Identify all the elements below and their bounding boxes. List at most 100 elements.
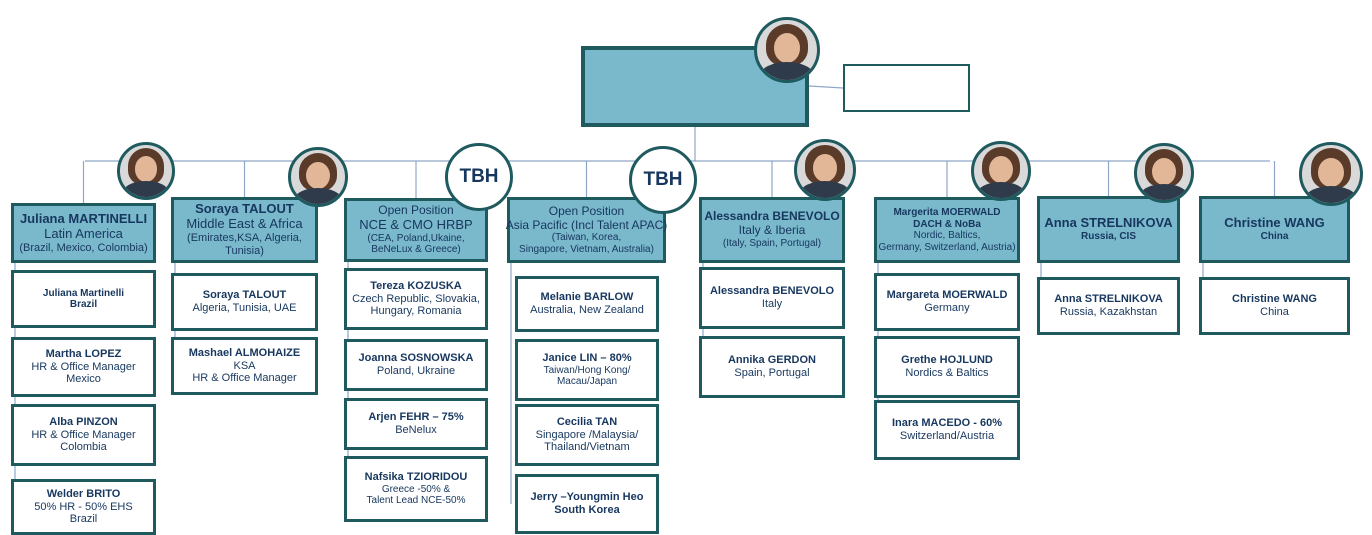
role-detail: Macau/Japan: [556, 376, 618, 388]
person-name: Anna STRELNIKOVA: [1044, 215, 1173, 231]
role-detail: Australia, New Zealand: [530, 304, 644, 316]
role-detail: Brazil: [69, 299, 98, 310]
role-detail: (Brazil, Mexico, Colombia): [19, 241, 148, 254]
role-detail: Greece -50% &: [381, 483, 451, 495]
role-detail: Talent Lead NCE-50%: [366, 495, 466, 507]
role-detail: BeNelux: [395, 424, 437, 436]
role-detail: Spain, Portugal: [734, 367, 810, 379]
role-detail: Hungary, Romania: [370, 305, 462, 318]
role-detail: KSA: [233, 359, 256, 372]
region-lead-avatar: [1299, 142, 1363, 206]
role-detail: China: [1260, 231, 1289, 243]
person-name: Joanna SOSNOWSKA: [358, 352, 474, 365]
person-name: Soraya TALOUT: [195, 201, 294, 217]
role-detail: China: [1260, 306, 1289, 318]
person-name: Janice LIN – 80%: [542, 352, 632, 365]
person-name: Soraya TALOUT: [202, 289, 287, 302]
person-name: Tereza KOZUSKA: [370, 280, 462, 293]
side-note-box: [843, 64, 970, 112]
person-name: Margareta MOERWALD: [886, 289, 1008, 302]
person-name: Arjen FEHR – 75%: [368, 411, 464, 424]
role-detail: Middle East & Africa: [186, 216, 303, 232]
person-name: Jerry –Youngmin Heo: [530, 491, 644, 504]
person-name: Juliana Martinelli: [42, 287, 125, 299]
person-name: Christine WANG: [1224, 215, 1325, 231]
role-detail: (CEA, Poland,Ukaine,: [367, 232, 465, 244]
person-name: Anna STRELNIKOVA: [1054, 293, 1163, 306]
tbh-badge: TBH: [445, 143, 513, 211]
role-detail: Switzerland/Austria: [899, 430, 995, 442]
person-name: Inara MACEDO - 60%: [891, 417, 1003, 430]
role-detail: Singapore /Malaysia/: [535, 428, 639, 441]
person-name: Alessandra BENEVOLO: [709, 285, 835, 298]
role-detail: Nordic, Baltics,: [913, 230, 981, 241]
person-name: Cecilia TAN: [556, 416, 618, 429]
role-detail: Thailand/Vietnam: [544, 441, 630, 454]
role-detail: Taiwan/Hong Kong/: [543, 364, 631, 376]
role-detail: Germany, Switzerland, Austria): [878, 241, 1016, 253]
role-detail: Italy & Iberia: [738, 223, 806, 238]
role-detail: Poland, Ukraine: [376, 365, 456, 377]
role-detail: HR & Office Manager: [31, 428, 136, 441]
role-detail: Mexico: [66, 373, 101, 386]
role-detail: (Emirates,KSA, Algeria,: [187, 232, 302, 245]
top-manager-avatar: [754, 17, 820, 83]
role-detail: Russia, Kazakhstan: [1059, 306, 1158, 318]
person-name: Juliana MARTINELLI: [19, 210, 148, 226]
person-name: Melanie BARLOW: [540, 291, 634, 304]
role-detail: South Korea: [554, 504, 620, 516]
role-detail: NCE & CMO HRBP: [359, 216, 473, 232]
role-detail: Tunisia): [225, 244, 264, 257]
region-lead-avatar: [1134, 143, 1194, 203]
person-name: Welder BRITO: [46, 488, 121, 501]
team-member-box: Inara MACEDO - 60%Switzerland/Austria: [874, 400, 1020, 460]
role-detail: Russia, CIS: [1080, 231, 1137, 243]
role-detail: (Italy, Spain, Portugal): [722, 238, 822, 250]
team-member-box: Arjen FEHR – 75%BeNelux: [344, 398, 488, 450]
role-detail: Latin America: [44, 225, 123, 241]
side-note-connector: [808, 85, 844, 89]
role-detail: Brazil: [69, 513, 98, 526]
person-name: Open Position: [548, 203, 625, 218]
person-name: Open Position: [378, 203, 454, 218]
person-name: Annika GERDON: [727, 354, 816, 367]
region-lead-avatar: [971, 141, 1031, 201]
role-detail: Italy: [761, 298, 783, 310]
region-lead-avatar: [288, 147, 348, 207]
person-name: Martha LOPEZ: [45, 348, 122, 361]
person-name: Margerita MOERWALD: [893, 207, 1001, 218]
person-name: Christine WANG: [1232, 293, 1317, 306]
role-detail: Algeria, Tunisia, UAE: [192, 302, 297, 314]
role-detail: Singapore, Vietnam, Australia): [519, 243, 654, 255]
role-detail: DACH & NoBa: [913, 218, 981, 230]
role-detail: Colombia: [60, 441, 107, 454]
person-name: Alessandra BENEVOLO: [704, 209, 840, 224]
person-name: Nafsika TZIORIDOU: [364, 471, 468, 484]
